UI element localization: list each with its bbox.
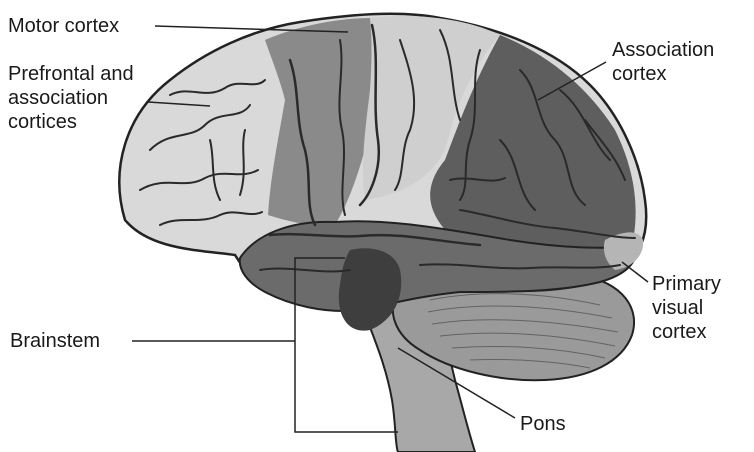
label-primary-visual: Primary visual cortex: [652, 272, 721, 344]
label-primary-visual-line1: Primary: [652, 272, 721, 296]
label-prefrontal-line3: cortices: [8, 110, 134, 134]
label-prefrontal-line1: Prefrontal and: [8, 62, 134, 86]
label-pons: Pons: [520, 412, 566, 436]
label-primary-visual-line2: visual: [652, 296, 721, 320]
label-prefrontal-line2: association: [8, 86, 134, 110]
label-primary-visual-line3: cortex: [652, 320, 721, 344]
label-association-line1: Association: [612, 38, 714, 62]
primary-visual-leader: [622, 262, 648, 282]
label-brainstem: Brainstem: [10, 329, 100, 353]
label-prefrontal: Prefrontal and association cortices: [8, 62, 134, 134]
label-association-line2: cortex: [612, 62, 714, 86]
label-motor-cortex: Motor cortex: [8, 14, 119, 38]
label-association: Association cortex: [612, 38, 714, 86]
